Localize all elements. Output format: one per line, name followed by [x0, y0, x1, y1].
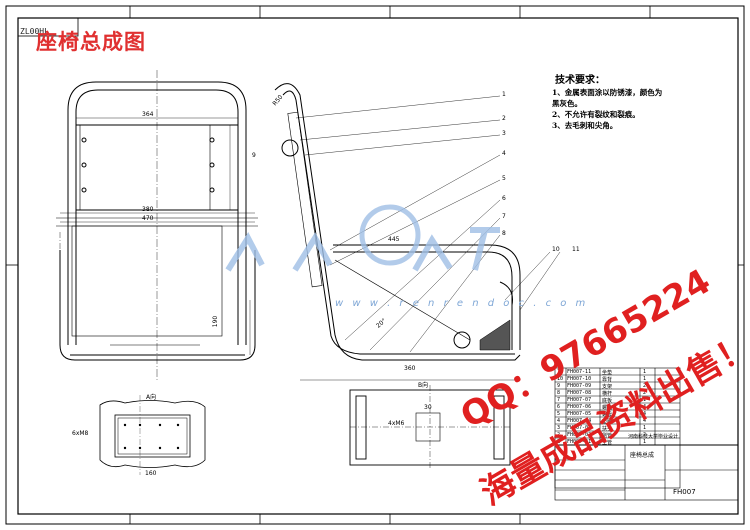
bom-cell-no: 4 [557, 418, 561, 424]
bom-cell-name: 底板 [602, 398, 613, 404]
dim-360: 360 [404, 365, 416, 372]
drawing-code: ZL00HL [20, 27, 49, 36]
balloon-1: 1 [502, 91, 506, 98]
bom-cell-name: 横杆 [602, 391, 613, 397]
bom-cell-code: FH007-01 [567, 439, 592, 445]
bom-table [554, 367, 739, 501]
b-view [349, 385, 511, 470]
bom-cell-name: 支架 [602, 384, 613, 390]
inner-frame [17, 17, 739, 515]
tech-line-2: 黑灰色。 [552, 99, 582, 108]
bom-cell-no: 5 [557, 411, 561, 417]
balloon-5: 5 [502, 175, 506, 182]
border-ticks [6, 6, 744, 524]
dim-445: 445 [388, 236, 400, 243]
dim-30: 30 [424, 404, 432, 411]
balloon-10: 10 [552, 246, 560, 253]
bom-cell-no: 9 [557, 383, 561, 389]
title-drawing-no: FH007 [673, 488, 696, 496]
bom-cell-code: FH007-07 [567, 397, 592, 403]
view-b-label: B向 [418, 382, 429, 389]
bom-cell-code: FH007-02 [567, 432, 592, 438]
bom-cell-no: 1 [557, 439, 561, 445]
bom-cell-no: 6 [557, 404, 561, 410]
outer-frame [5, 5, 745, 525]
balloon-2: 2 [502, 115, 506, 122]
balloon-6: 6 [502, 195, 506, 202]
bom-cell-code: FH007-11 [567, 369, 592, 375]
bom-cell-qty: 1 [643, 439, 647, 445]
bom-cell-qty: 2 [643, 432, 647, 438]
bom-cell-code: FH007-09 [567, 383, 592, 389]
dim-380: 380 [142, 206, 154, 213]
tech-line-3: 2、不允许有裂纹和裂痕。 [552, 110, 640, 119]
bom-cell-qty: 4 [643, 404, 647, 410]
balloon-11: 11 [572, 246, 580, 253]
balloon-9: 9 [252, 152, 256, 159]
view-a-label: A向 [146, 394, 157, 401]
bom-cell-code: FH007-10 [567, 376, 592, 382]
bom-cell-no: 10 [557, 376, 564, 382]
balloon-3: 3 [502, 130, 506, 137]
bom-cell-no: 7 [557, 397, 561, 403]
bom-cell-qty: 4 [643, 418, 647, 424]
title-university: 河南科技大学毕业设计 [628, 434, 679, 440]
watermark-logo [225, 204, 500, 272]
dim-364: 364 [142, 111, 154, 118]
dim-160: 160 [145, 470, 157, 477]
dim-bolt: 4xM6 [388, 420, 405, 427]
title-name: 座椅总成 [630, 452, 655, 459]
bom-cell-no: 2 [557, 432, 561, 438]
tech-line-4: 3、去毛刺和尖角。 [552, 121, 618, 130]
bom-cell-name: 侧管 [602, 433, 613, 439]
bom-cell-name: 垫圈 [602, 419, 613, 425]
watermark-site: w w w . r e n r e n d o c . c o m [335, 298, 589, 309]
bom-cell-name: 靠背 [602, 377, 613, 383]
balloon-4: 4 [502, 150, 506, 157]
bom-cell-name: 坐垫 [602, 370, 613, 376]
bom-cell-qty: 2 [643, 383, 647, 389]
bom-cell-no: 8 [557, 390, 561, 396]
dim-470: 470 [142, 215, 154, 222]
front-view [56, 70, 258, 380]
side-view [274, 83, 521, 381]
bom-cell-no: 11 [557, 369, 564, 375]
balloon-8: 8 [502, 230, 506, 237]
tech-line-1: 1、金属表面涂以防锈漆，颜色为 [552, 88, 663, 97]
bom-cell-code: FH007-05 [567, 411, 592, 417]
bom-cell-code: FH007-03 [567, 425, 592, 431]
bom-cell-name: 主管 [602, 440, 613, 446]
bom-cell-qty: 4 [643, 411, 647, 417]
bom-cell-code: FH007-06 [567, 404, 592, 410]
bom-cell-code: FH007-04 [567, 418, 592, 424]
bom-cell-name: 扶手 [602, 426, 613, 432]
leader-lines [295, 95, 561, 353]
dim-base: 6xM8 [72, 430, 89, 437]
bom-cell-qty: 1 [643, 397, 647, 403]
bom-cell-qty: 1 [643, 376, 647, 382]
dim-190: 190 [212, 315, 220, 328]
bom-cell-name: 螺母 [602, 412, 613, 418]
bom-cell-no: 3 [557, 425, 561, 431]
a-view-detail [99, 395, 206, 475]
drawing-title: 座椅总成图 [36, 29, 146, 54]
bom-cell-qty: 1 [643, 425, 647, 431]
balloon-7: 7 [502, 213, 506, 220]
bom-cell-qty: 1 [643, 369, 647, 375]
bom-cell-code: FH007-08 [567, 390, 592, 396]
bom-cell-qty: 2 [643, 390, 647, 396]
bom-cell-name: 螺栓 [602, 405, 613, 411]
tech-requirements-title: 技术要求： [555, 75, 605, 86]
